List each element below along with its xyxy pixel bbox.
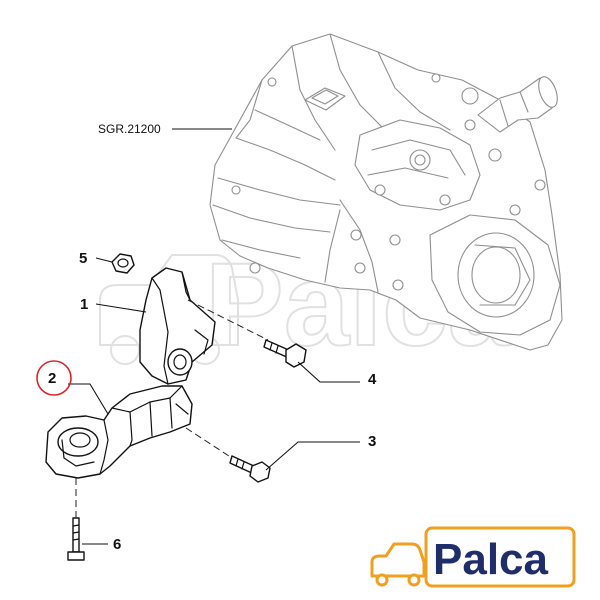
assembly-line-3 [185,427,233,459]
callout-3: 3 [368,433,376,450]
leader-4 [297,361,360,383]
leader-2 [68,383,109,415]
part-6-bolt [67,517,85,561]
car-icon [370,542,426,587]
gearbox-housing [209,33,563,351]
callout-6: 6 [113,536,121,553]
part-2-torque-mount [45,385,193,479]
part-3-bolt [229,455,271,483]
callout-5: 5 [79,250,87,267]
highlight-circle-2 [36,360,72,396]
callout-2: 2 [48,370,56,387]
logo-frame [424,526,576,588]
callout-4: 4 [368,371,377,388]
part-5-nut [111,253,135,274]
assembly-line-4 [187,299,269,341]
leader-1 [95,303,147,313]
leader-5 [95,257,113,263]
reference-code-label: SGR.21200 [98,122,161,136]
palca-logo: Palca [370,526,576,588]
part-1-mount-bracket [139,267,216,385]
logo-text: Palca [433,535,549,584]
callout-1: 1 [80,296,88,313]
leader-3 [265,441,360,471]
